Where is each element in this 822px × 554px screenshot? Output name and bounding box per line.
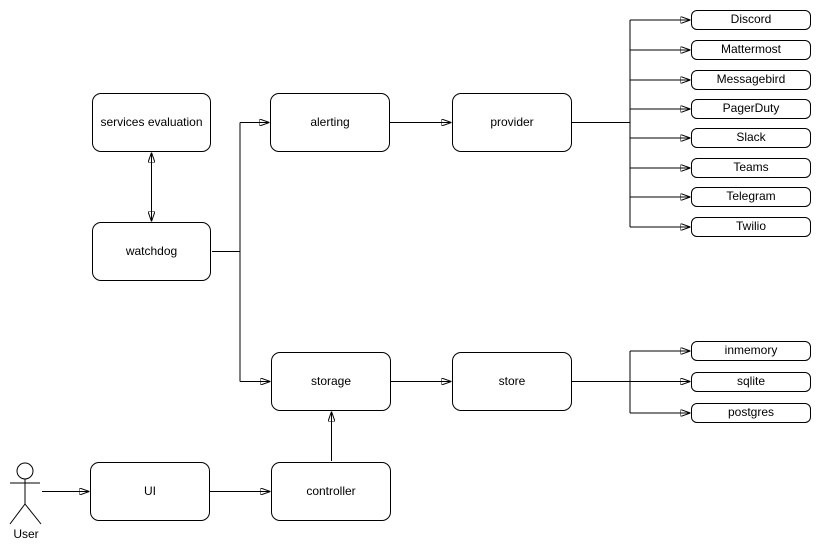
node-provider-discord: Discord [691,10,811,30]
node-watchdog: watchdog [92,222,211,281]
node-watchdog-label: watchdog [125,243,178,258]
node-provider-teams: Teams [691,158,811,178]
edge-store-trunk [572,351,631,413]
node-store-label: store [498,373,526,388]
node-provider: provider [452,93,572,152]
node-services-evaluation: services evaluation [92,93,211,152]
node-controller: controller [271,462,391,521]
edge-provider-trunk [572,20,631,227]
provider-slack-label: Slack [736,130,766,145]
node-store-postgres: postgres [691,403,811,423]
provider-teams-label: Teams [733,160,769,175]
node-ui: UI [90,462,210,521]
node-controller-label: controller [306,483,356,498]
provider-discord-label: Discord [730,12,772,27]
store-sqlite-label: sqlite [736,374,765,389]
node-store-inmemory: inmemory [691,341,811,361]
node-provider-pagerduty: PagerDuty [691,99,811,119]
node-provider-slack: Slack [691,128,811,148]
provider-pagerduty-label: PagerDuty [722,101,780,116]
node-alerting: alerting [270,93,390,152]
edge-watchdog-trunk [212,122,241,382]
node-provider-messagebird: Messagebird [691,70,811,90]
provider-telegram-label: Telegram [726,189,776,204]
node-storage-label: storage [310,373,352,388]
store-postgres-label: postgres [727,405,775,420]
provider-messagebird-label: Messagebird [716,72,786,87]
provider-mattermost-label: Mattermost [720,42,781,57]
node-ui-label: UI [144,483,156,498]
node-storage: storage [271,352,391,411]
node-services-evaluation-label: services evaluation [100,114,203,129]
node-provider-telegram: Telegram [691,187,811,207]
node-provider-twilio: Twilio [691,217,811,237]
node-provider-mattermost: Mattermost [691,40,811,60]
provider-twilio-label: Twilio [735,219,766,234]
user-actor-label: User [13,527,39,541]
store-inmemory-label: inmemory [724,343,778,358]
node-provider-label: provider [490,114,534,129]
node-store: store [452,352,572,411]
user-actor-icon [9,462,42,525]
node-store-sqlite: sqlite [691,372,811,392]
node-alerting-label: alerting [310,114,350,129]
